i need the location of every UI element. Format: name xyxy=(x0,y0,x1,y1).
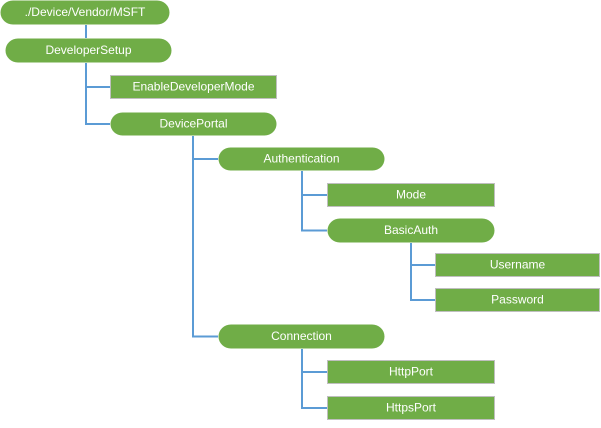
edge-deviceportal-connection xyxy=(192,136,218,338)
node-label-httpport: HttpPort xyxy=(389,365,434,379)
node-label-authentication: Authentication xyxy=(263,152,339,166)
node-label-basicauth: BasicAuth xyxy=(384,223,438,237)
node-shape-username xyxy=(435,253,600,277)
tree-node-connection[interactable]: Connection xyxy=(218,324,385,349)
edge-basicauth-username xyxy=(410,243,435,266)
node-label-root: ./Device/Vendor/MSFT xyxy=(25,5,146,19)
edge-connection-httpsport xyxy=(301,349,327,409)
node-label-deviceportal: DevicePortal xyxy=(159,117,227,131)
edge-deviceportal-authentication xyxy=(192,136,218,160)
tree-node-password[interactable]: Password xyxy=(435,288,600,312)
edge-authentication-mode xyxy=(301,171,327,196)
node-shape-deviceportal xyxy=(110,112,277,136)
tree-node-developersetup[interactable]: DeveloperSetup xyxy=(5,38,172,63)
edge-developersetup-deviceportal xyxy=(85,63,110,125)
tree-node-deviceportal[interactable]: DevicePortal xyxy=(110,112,277,136)
connector-lines-group xyxy=(85,25,435,409)
node-shape-httpsport xyxy=(327,396,495,420)
node-shape-enabledevelopermode xyxy=(110,75,277,99)
node-label-username: Username xyxy=(490,258,546,272)
node-shape-authentication xyxy=(218,147,385,171)
node-label-enabledevelopermode: EnableDeveloperMode xyxy=(132,80,254,94)
edge-developersetup-enabledevelopermode xyxy=(85,63,110,88)
node-label-mode: Mode xyxy=(396,188,426,202)
node-label-connection: Connection xyxy=(271,329,332,343)
edge-basicauth-password xyxy=(410,243,435,301)
node-label-password: Password xyxy=(491,293,544,307)
edge-connection-httpport xyxy=(301,349,327,373)
node-label-httpsport: HttpsPort xyxy=(386,401,437,415)
node-shape-root xyxy=(0,0,170,25)
tree-node-httpsport[interactable]: HttpsPort xyxy=(327,396,495,420)
edge-authentication-basicauth xyxy=(301,171,327,232)
node-shape-mode xyxy=(327,183,495,207)
tree-node-httpport[interactable]: HttpPort xyxy=(327,360,495,384)
tree-node-authentication[interactable]: Authentication xyxy=(218,147,385,171)
tree-node-mode[interactable]: Mode xyxy=(327,183,495,207)
node-shape-httpport xyxy=(327,360,495,384)
tree-node-username[interactable]: Username xyxy=(435,253,600,277)
tree-node-root[interactable]: ./Device/Vendor/MSFT xyxy=(0,0,170,25)
tree-node-enabledevelopermode[interactable]: EnableDeveloperMode xyxy=(110,75,277,99)
tree-node-basicauth[interactable]: BasicAuth xyxy=(327,218,495,243)
node-shape-developersetup xyxy=(5,38,172,63)
node-shape-basicauth xyxy=(327,218,495,243)
node-shape-password xyxy=(435,288,600,312)
node-label-developersetup: DeveloperSetup xyxy=(45,43,131,57)
tree-nodes-group: ./Device/Vendor/MSFT DeveloperSetupEnable… xyxy=(0,0,600,420)
node-shape-connection xyxy=(218,324,385,349)
